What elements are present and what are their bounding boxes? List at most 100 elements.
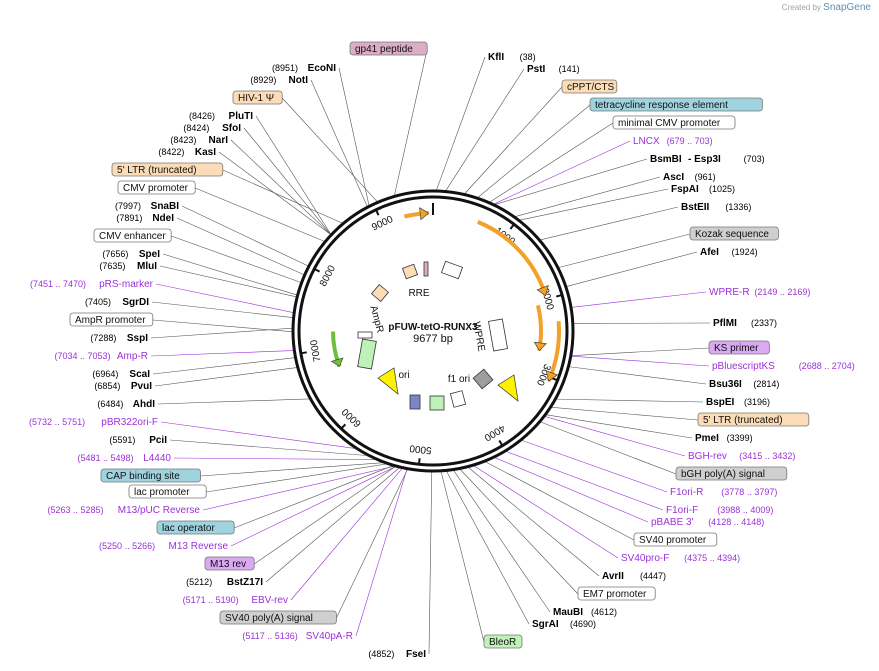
map-label-pvui[interactable]: PvuI(6854) [94, 381, 152, 392]
leader-line [446, 471, 530, 625]
map-label-scai[interactable]: ScaI(6964) [92, 369, 150, 380]
map-label-maubi[interactable]: MauBI(4612) [553, 607, 617, 618]
credit-prefix: Created by [781, 3, 821, 12]
map-label-bsu36i[interactable]: Bsu36I(2814) [709, 379, 779, 390]
map-label-sfoi[interactable]: SfoI(8424) [183, 123, 241, 134]
map-label-fsei[interactable]: FseI(4852) [368, 649, 426, 660]
map-label-pluti[interactable]: PluTI(8426) [189, 111, 253, 122]
map-label-bgh-rev[interactable]: BGH-rev(3415 .. 3432) [688, 451, 795, 462]
enzyme-name: BsmBI [650, 154, 682, 165]
map-label-tetracycline-response-element[interactable]: tetracycline response element [589, 97, 763, 112]
map-label-pmei[interactable]: PmeI(3399) [695, 433, 753, 444]
feature-box [697, 412, 810, 427]
map-label-minimal-cmv-promoter[interactable]: minimal CMV promoter [612, 115, 736, 130]
leader-line [265, 467, 400, 583]
map-label-econi[interactable]: EcoNI(8951) [272, 63, 336, 74]
leader-line [494, 457, 649, 523]
map-label-sv40-poly-a-signal[interactable]: SV40 poly(A) signal [219, 610, 337, 625]
enzyme-name: BspEI [706, 397, 735, 408]
map-label-lac-operator[interactable]: lac operator [156, 520, 235, 535]
map-label-sv40-promoter[interactable]: SV40 promoter [633, 532, 718, 547]
plasmid-name: pFUW-tetO-RUNX3 [388, 322, 478, 333]
map-label-f1ori-f[interactable]: F1ori-F(3988 .. 4009) [666, 505, 773, 516]
map-label-kfli[interactable]: KflI(38) [488, 52, 536, 63]
enzyme-name: NotI [289, 75, 309, 86]
map-label-hiv-1[interactable]: HIV-1 Ψ [232, 90, 283, 105]
leader-line [222, 169, 343, 224]
map-label-ampr-promoter[interactable]: AmpR promoter [69, 312, 154, 327]
map-label-sgrdi[interactable]: SgrDI(7405) [85, 297, 149, 308]
map-label-5-ltr-truncated[interactable]: 5' LTR (truncated) [697, 412, 810, 427]
map-label-cmv-enhancer[interactable]: CMV enhancer [93, 228, 172, 243]
leader-line [173, 457, 376, 460]
map-label-snabi[interactable]: SnaBI(7997) [115, 201, 179, 212]
leader-line [515, 176, 661, 217]
map-label-sv40pa-r[interactable]: SV40pA-R(5117 .. 5136) [242, 631, 353, 642]
leader-line [473, 465, 619, 559]
feature-box [93, 228, 172, 243]
feature-box [483, 634, 523, 649]
enzyme-name: SgrDI [122, 297, 149, 308]
leader-line [477, 104, 591, 198]
leader-line [440, 471, 485, 643]
map-label-prs-marker[interactable]: pRS-marker(7451 .. 7470) [30, 279, 154, 290]
map-label-m13-reverse[interactable]: M13 Reverse(5250 .. 5266) [99, 541, 228, 552]
map-label-afei[interactable]: AfeI(1924) [700, 247, 758, 258]
map-label-bleor[interactable]: BleoR [483, 634, 523, 649]
map-label-sv40pro-f[interactable]: SV40pro-F(4375 .. 4394) [621, 553, 740, 564]
map-label-lncx[interactable]: LNCX(679 .. 703) [633, 136, 713, 147]
map-label-sspi[interactable]: SspI(7288) [90, 333, 148, 344]
map-label-em7-promoter[interactable]: EM7 promoter [577, 586, 656, 601]
map-label-wpre-r[interactable]: WPRE-R(2149 .. 2169) [709, 287, 810, 298]
map-label-bstz17i[interactable]: BstZ17I(5212) [186, 577, 263, 588]
map-label-fspai[interactable]: FspAI(1025) [671, 184, 735, 195]
map-label-amp-r[interactable]: Amp-R(7034 .. 7053) [54, 351, 148, 362]
map-label-asci[interactable]: AscI(961) [663, 172, 716, 183]
leader-line [556, 398, 704, 403]
map-label-noti[interactable]: NotI(8929) [250, 75, 308, 86]
map-label-pcii[interactable]: PciI(5591) [109, 435, 167, 446]
enzyme-position: (2814) [753, 379, 779, 389]
map-label-ks-primer[interactable]: KS primer [708, 340, 770, 355]
map-label-pbabe-3[interactable]: pBABE 3'(4128 .. 4148) [651, 517, 764, 528]
map-label-ebv-rev[interactable]: EBV-rev(5171 .. 5190) [183, 595, 288, 606]
map-label-bgh-poly-a-signal[interactable]: bGH poly(A) signal [675, 466, 788, 481]
map-label-psti[interactable]: PstI(141) [527, 64, 580, 75]
map-label-avrii[interactable]: AvrII(4447) [602, 571, 666, 582]
map-label-bsmbi[interactable]: BsmBI- Esp3I(703) [650, 154, 765, 165]
map-label-bsteii[interactable]: BstEII(1336) [681, 202, 751, 213]
map-label-spei[interactable]: SpeI(7656) [102, 249, 160, 260]
map-label-cap-binding-site[interactable]: CAP binding site [100, 468, 201, 483]
map-label-m13-rev[interactable]: M13 rev [204, 556, 255, 571]
map-label-mlui[interactable]: MluI(7635) [99, 261, 157, 272]
feature-box [589, 97, 763, 112]
map-label-m13-puc-reverse[interactable]: M13/pUC Reverse(5263 .. 5285) [47, 505, 200, 516]
leader-line [151, 301, 293, 318]
ring-tick [551, 377, 558, 382]
primer-name: F1ori-R [670, 487, 703, 498]
map-label-pbluescriptks[interactable]: pBluescriptKS(2688 .. 2704) [712, 361, 855, 372]
primer-name: pBR322ori-F [101, 417, 158, 428]
enzyme-position: (7635) [99, 261, 125, 271]
map-label-cppt-cts[interactable]: cPPT/CTS [561, 79, 618, 94]
map-label-kozak-sequence[interactable]: Kozak sequence [689, 226, 779, 241]
map-label-cmv-promoter[interactable]: CMV promoter [117, 180, 196, 195]
map-label-l4440[interactable]: L4440(5481 .. 5498) [77, 453, 171, 464]
map-label-lac-promoter[interactable]: lac promoter [128, 484, 207, 499]
leader-line [428, 471, 433, 655]
leader-line [571, 291, 707, 308]
map-label-sgrai[interactable]: SgrAI(4690) [532, 619, 596, 630]
enzyme-name: KflI [488, 52, 504, 63]
map-label-pbr322ori-f[interactable]: pBR322ori-F(5732 .. 5751) [29, 417, 158, 428]
map-label-gp41-peptide[interactable]: gp41 peptide [349, 41, 428, 56]
map-label-nari[interactable]: NarI(8423) [170, 135, 228, 146]
feature-block [429, 395, 445, 411]
map-label-pflmi[interactable]: PflMI(2337) [713, 318, 777, 329]
map-label-ahdi[interactable]: AhdI(6484) [97, 399, 155, 410]
map-label-kasi[interactable]: KasI(8422) [158, 147, 216, 158]
enzyme-name: ScaI [129, 369, 150, 380]
map-label-bspei[interactable]: BspEI(3196) [706, 397, 770, 408]
map-label-5-ltr-truncated[interactable]: 5' LTR (truncated) [111, 162, 224, 177]
map-label-ndei[interactable]: NdeI(7891) [116, 213, 174, 224]
map-label-f1ori-r[interactable]: F1ori-R(3778 .. 3797) [670, 487, 777, 498]
